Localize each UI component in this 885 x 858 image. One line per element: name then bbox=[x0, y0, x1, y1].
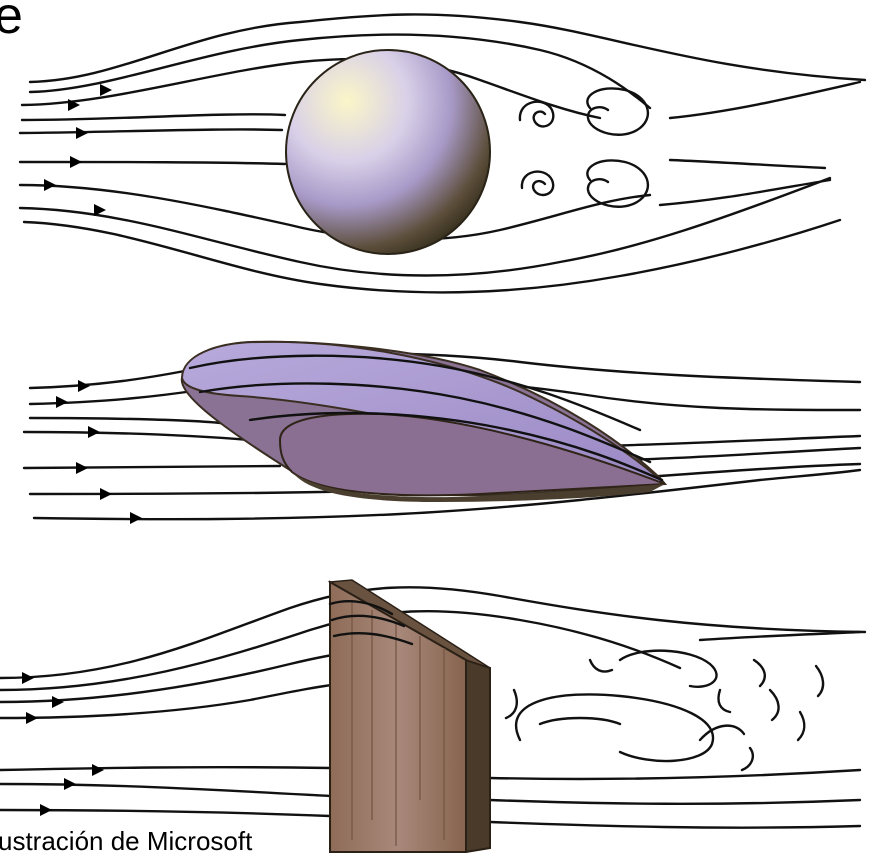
flow-arrow-icon bbox=[26, 712, 38, 724]
plate-side bbox=[466, 660, 490, 852]
flow-arrow-icon bbox=[70, 156, 82, 168]
flow-arrow-icon bbox=[64, 778, 76, 790]
sphere bbox=[286, 50, 490, 254]
corner-text-fragment: e bbox=[0, 0, 23, 42]
flow-arrow-icon bbox=[78, 380, 90, 392]
flow-arrow-icon bbox=[56, 396, 68, 408]
plate-flow-arrows bbox=[22, 672, 104, 816]
sphere-section bbox=[20, 14, 865, 292]
flow-arrow-icon bbox=[76, 127, 88, 139]
flow-arrow-icon bbox=[44, 179, 56, 191]
flow-arrow-icon bbox=[52, 696, 64, 708]
flat-plate-section bbox=[0, 580, 865, 852]
flow-arrow-icon bbox=[100, 488, 112, 500]
flow-arrow-icon bbox=[88, 426, 100, 438]
image-credit: ustración de Microsoft bbox=[0, 828, 252, 854]
flow-arrow-icon bbox=[92, 764, 104, 776]
flow-arrow-icon bbox=[40, 804, 52, 816]
flow-arrow-icon bbox=[76, 462, 88, 474]
airfoil-section bbox=[24, 342, 860, 524]
flow-arrow-icon bbox=[130, 512, 142, 524]
flow-arrow-icon bbox=[94, 204, 106, 216]
flow-arrow-icon bbox=[22, 672, 34, 684]
flow-arrow-icon bbox=[100, 84, 112, 96]
